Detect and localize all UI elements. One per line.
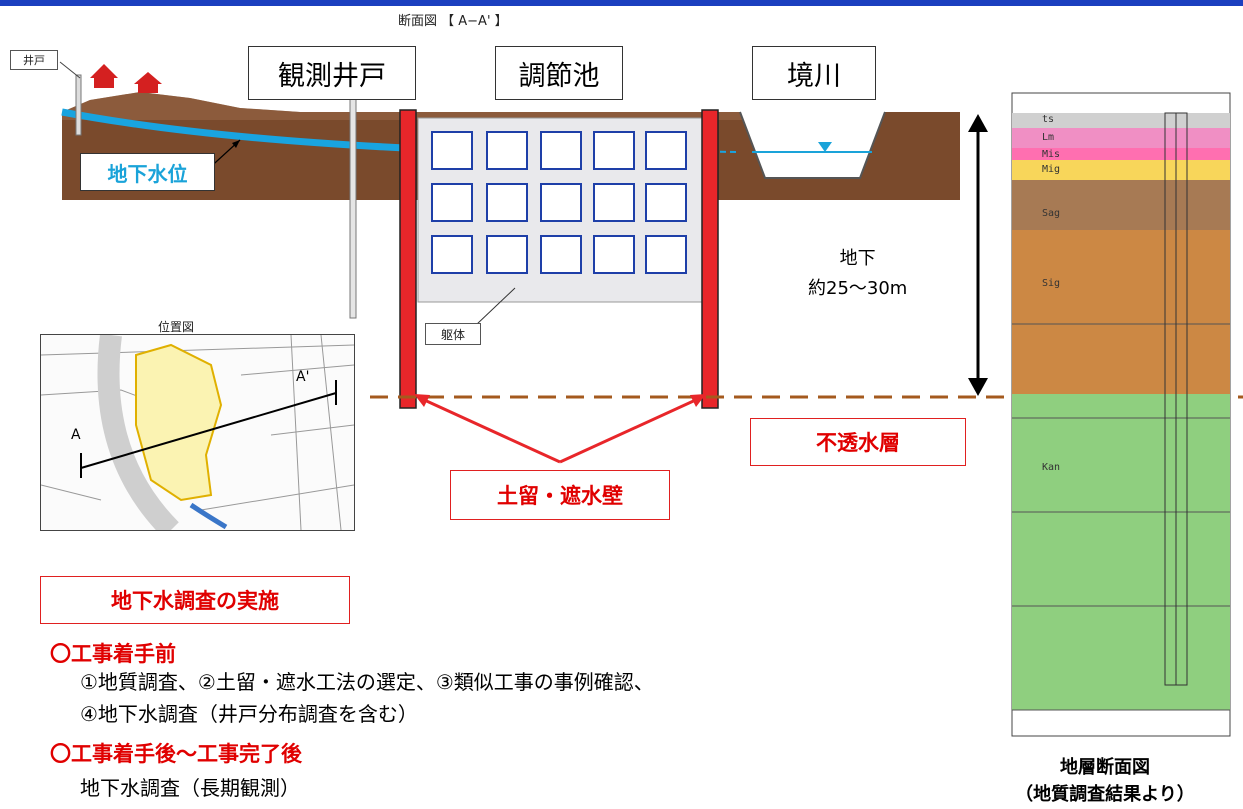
retaining-wall-right <box>701 109 719 409</box>
well-pipe <box>75 74 82 136</box>
river-path <box>189 502 228 530</box>
location-map-drawing <box>41 335 354 530</box>
before-construction-line1: ①地質調査、②土留・遮水工法の選定、③類似工事の事例確認、 <box>80 670 654 694</box>
location-map: A A' <box>40 334 355 531</box>
layer-code: Kan <box>1042 462 1061 473</box>
impermeable-layer-label: 不透水層 <box>750 418 966 466</box>
section-title: 断面図 【 A−A' 】 <box>398 14 508 29</box>
retaining-wall-label: 土留・遮水壁 <box>450 470 670 520</box>
layer-code: Sag <box>1042 208 1061 219</box>
strata-caption-line1: 地層断面図 <box>1060 757 1150 778</box>
structure-label: 躯体 <box>425 323 481 345</box>
depth-line2: 約25～30m <box>808 278 908 299</box>
layer-code: Mig <box>1042 164 1061 175</box>
retaining-wall-left <box>399 109 417 409</box>
arrow-head-right <box>690 394 706 407</box>
retention-pond-label: 調節池 <box>495 46 623 100</box>
observation-well-label: 観測井戸 <box>248 46 416 100</box>
strata-caption-line2: （地質調査結果より） <box>1015 784 1195 805</box>
house-icon <box>90 64 118 88</box>
layer-code: Sig <box>1042 278 1061 289</box>
well-label: 井戸 <box>10 50 58 70</box>
before-construction-line2: ④地下水調査（井戸分布調査を含む） <box>80 702 418 726</box>
river-channel <box>739 111 886 179</box>
groundwater-level-label: 地下水位 <box>80 153 215 191</box>
structure-windows <box>431 131 687 274</box>
survey-heading: 地下水調査の実施 <box>40 576 350 624</box>
map-point-a: A <box>71 427 81 443</box>
river-label: 境川 <box>752 46 876 100</box>
layer-code: Mis <box>1042 149 1061 160</box>
depth-label: 地下 約25～30m <box>808 244 907 304</box>
house-icon <box>134 72 162 93</box>
location-map-title: 位置図 <box>158 320 195 334</box>
map-point-a-prime: A' <box>296 369 310 385</box>
ground-surface-lighter <box>62 92 765 120</box>
header-bar <box>0 0 1243 6</box>
after-construction-heading: 〇工事着手後～工事完了後 <box>50 742 302 766</box>
layer-code: ts <box>1042 114 1055 125</box>
section-line <box>80 392 337 469</box>
before-construction-heading: 〇工事着手前 <box>50 642 176 666</box>
site-outline <box>135 343 223 502</box>
layer-code: Lm <box>1042 132 1055 143</box>
after-construction-line1: 地下水調査（長期観測） <box>80 776 300 800</box>
arrow-head-left <box>414 394 430 407</box>
observation-well-pipe <box>349 87 357 319</box>
depth-line1: 地下 <box>839 248 876 269</box>
strata-caption: 地層断面図 （地質調査結果より） <box>990 754 1220 808</box>
water-level-marker <box>818 142 832 152</box>
